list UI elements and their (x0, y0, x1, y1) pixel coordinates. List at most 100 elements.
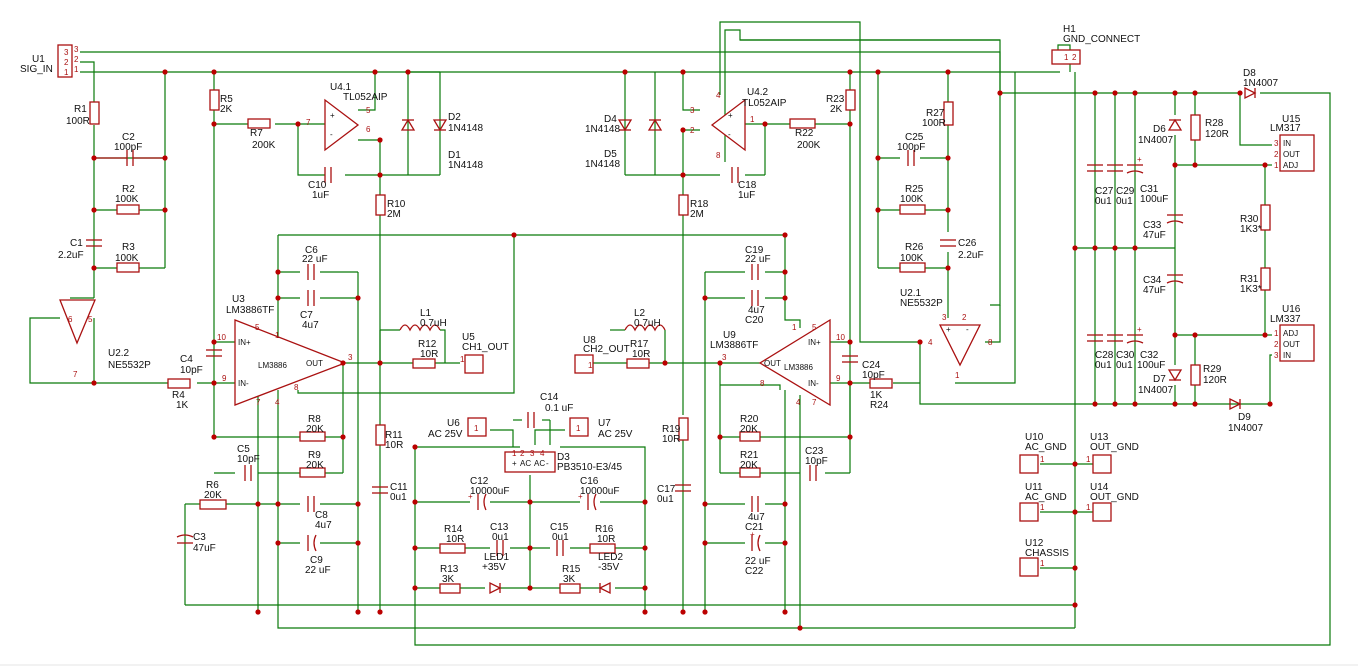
r2-value: 100K (115, 194, 139, 205)
svg-text:9: 9 (222, 374, 227, 383)
r5-label: R5 (220, 94, 233, 105)
c18-label: C18 (738, 180, 757, 191)
c1-label: C1 (70, 238, 83, 249)
u3-in-minus: IN- (238, 379, 249, 388)
d6-value: 1N4007 (1138, 135, 1173, 146)
svg-text:1: 1 (460, 355, 465, 364)
svg-text:1: 1 (1040, 559, 1045, 568)
svg-text:10: 10 (836, 333, 845, 342)
svg-text:1: 1 (275, 331, 280, 340)
r14-label: R14 (444, 524, 463, 535)
svg-text:1: 1 (1274, 161, 1279, 170)
r22-label: R22 (795, 128, 814, 139)
r9-value: 20K (306, 460, 324, 471)
r29-label: R29 (1203, 364, 1222, 375)
r2-body (116, 204, 140, 215)
c2-value: 100pF (114, 142, 142, 153)
c30-value: 0u1 (1116, 360, 1133, 371)
led1-label: LED1 (484, 552, 509, 563)
r22-value: 200K (797, 140, 821, 151)
c12-value: 10000uF (470, 486, 509, 497)
ch1-out-label: CH1_OUT (462, 342, 509, 353)
r5-value: 2K (220, 104, 233, 115)
r16-label: R16 (595, 524, 614, 535)
svg-text:1: 1 (1086, 503, 1091, 512)
svg-text:1: 1 (1086, 455, 1091, 464)
u21-label: U2.1 (900, 288, 922, 299)
d8-label: D8 (1243, 68, 1256, 79)
u15-in: IN (1283, 139, 1291, 148)
svg-text:7: 7 (306, 118, 311, 127)
r25-label: R25 (905, 184, 924, 195)
d1-label: D1 (448, 150, 461, 161)
u15-adj: ADJ (1283, 161, 1298, 170)
c24-value: 10pF (862, 370, 885, 381)
r4-label: R4 (172, 390, 185, 401)
c32-value: 100uF (1137, 360, 1165, 371)
r18-value: 2M (690, 209, 704, 220)
d8-value: 1N4007 (1243, 78, 1278, 89)
svg-text:3: 3 (348, 353, 353, 362)
c34-value: 47uF (1143, 285, 1166, 296)
r23-value: 2K (830, 104, 843, 115)
u11-label: U11 (1025, 482, 1043, 493)
c31-value: 100uF (1140, 194, 1168, 205)
svg-text:8: 8 (294, 383, 299, 392)
d3-value: PB3510-E3/45 (557, 462, 622, 473)
c26-value: 2.2uF (958, 250, 984, 261)
u7-label: U7 (598, 418, 611, 429)
u15-out: OUT (1283, 150, 1300, 159)
r11-label: R11 (385, 430, 403, 441)
svg-text:5: 5 (812, 323, 817, 332)
r13-label: R13 (440, 564, 459, 575)
d4-value: 1N4148 (585, 124, 620, 135)
c13-value: 0u1 (492, 532, 509, 543)
c16-value: 10000uF (580, 486, 619, 497)
svg-text:1: 1 (588, 361, 593, 370)
c15-value: 0u1 (552, 532, 569, 543)
svg-text:4: 4 (796, 398, 801, 407)
r13-value: 3K (442, 574, 455, 585)
c21-value: 4u7 (748, 512, 765, 523)
c22-label: C22 (745, 566, 764, 577)
d3-ac-left: AC (520, 459, 531, 468)
r1-value: 100R (66, 116, 90, 127)
svg-text:1: 1 (74, 65, 79, 74)
c20-label: C20 (745, 315, 764, 326)
u15-value: LM317 (1270, 123, 1301, 134)
r31-value: 1K3* (1240, 284, 1262, 295)
r30-label: R30 (1240, 214, 1259, 225)
l1-label: L1 (420, 308, 432, 319)
svg-text:1: 1 (1274, 329, 1279, 338)
h1-value: GND_CONNECT (1063, 34, 1140, 45)
c28-label: C28 (1095, 350, 1114, 361)
c27-label: C27 (1095, 186, 1114, 197)
svg-text:7: 7 (256, 398, 261, 407)
svg-text:1: 1 (1040, 503, 1045, 512)
svg-text:3: 3 (722, 353, 727, 362)
c5-label: C5 (237, 444, 250, 455)
c8-label: C8 (315, 510, 328, 521)
c6-value: 22 uF (302, 254, 328, 265)
r24-value: 1K (870, 390, 883, 401)
u3-out: OUT (306, 359, 323, 368)
r24-label: R24 (870, 400, 889, 411)
svg-text:1: 1 (512, 449, 517, 458)
c14-value: 0.1 uF (545, 403, 573, 414)
c21-label: C21 (745, 522, 764, 533)
svg-text:1: 1 (64, 68, 69, 77)
u6-value: AC 25V (428, 429, 463, 440)
c2-label: C2 (122, 132, 135, 143)
r28-label: R28 (1205, 118, 1224, 129)
c24-label: C24 (862, 360, 881, 371)
u9-value: LM3886TF (710, 340, 758, 351)
u6-label: U6 (447, 418, 460, 429)
r28-value: 120R (1205, 129, 1229, 140)
r25-value: 100K (900, 194, 924, 205)
svg-text:-: - (546, 459, 549, 468)
c6-label: C6 (305, 245, 318, 256)
ch2-out-label: CH2_OUT (583, 344, 630, 355)
svg-text:8: 8 (716, 151, 721, 160)
svg-text:10: 10 (217, 333, 226, 342)
r10-value: 2M (387, 209, 401, 220)
